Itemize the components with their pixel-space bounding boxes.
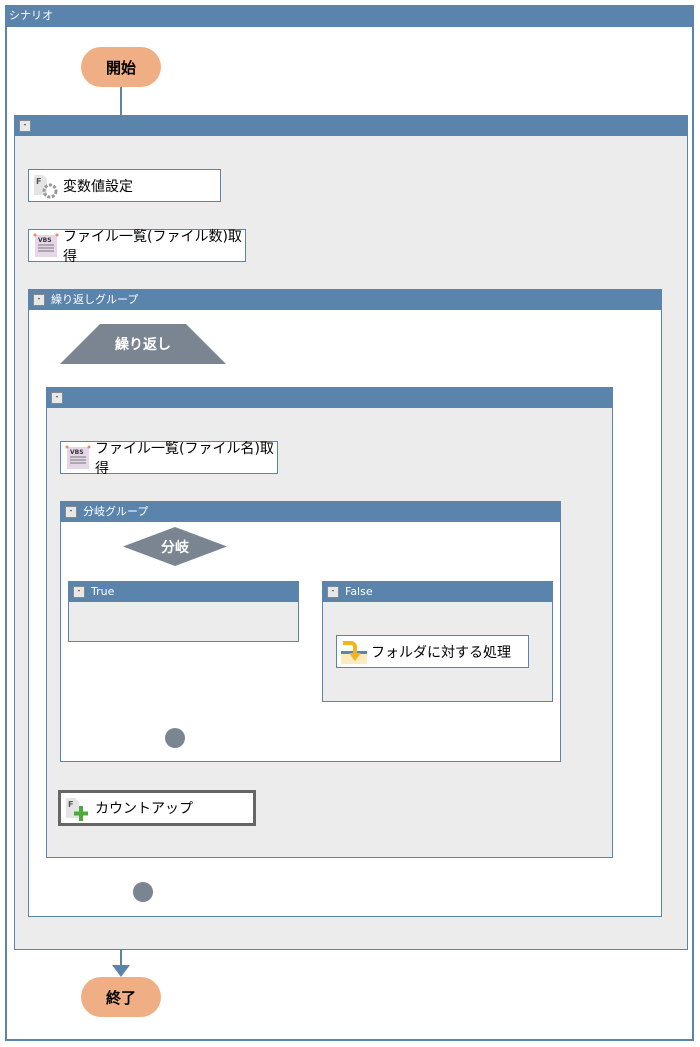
- action-file-name[interactable]: VBS ファイル一覧(ファイル名)取得: [60, 441, 278, 477]
- arrow-down-icon: [112, 965, 130, 977]
- folder-arrow-icon: [341, 641, 367, 664]
- end-node[interactable]: 終了: [81, 977, 161, 1017]
- vbs-script-icon: VBS: [33, 233, 59, 257]
- svg-text:F: F: [68, 800, 73, 809]
- action-label: カウントアップ: [95, 801, 193, 817]
- action-folder-process[interactable]: フォルダに対する処理: [336, 635, 529, 668]
- function-gear-icon: F: [34, 175, 58, 199]
- function-plus-icon: F: [66, 798, 88, 821]
- branch-label: 分岐: [161, 539, 189, 556]
- loop-end-node: [133, 882, 153, 902]
- branch-group-title: 分岐グループ: [61, 502, 560, 522]
- collapse-button[interactable]: -: [65, 506, 77, 518]
- action-label: ファイル一覧(ファイル数)取得: [63, 228, 242, 265]
- true-branch-title: True: [69, 582, 298, 602]
- vbs-script-icon: VBS: [65, 445, 91, 469]
- collapse-button[interactable]: -: [73, 586, 85, 598]
- loop-label: 繰り返し: [115, 337, 171, 353]
- collapse-button[interactable]: -: [19, 120, 31, 132]
- action-count-up[interactable]: F カウントアップ: [58, 790, 256, 826]
- action-file-count[interactable]: VBS ファイル一覧(ファイル数)取得: [28, 229, 246, 265]
- loop-node[interactable]: [60, 324, 226, 364]
- scenario-title: シナリオ: [5, 5, 694, 27]
- action-set-variable[interactable]: F 変数値設定: [28, 169, 221, 202]
- action-label: ファイル一覧(ファイル名)取得: [95, 440, 274, 477]
- branch-node[interactable]: [123, 527, 227, 566]
- false-branch-title: False: [323, 582, 552, 602]
- svg-text:VBS: VBS: [70, 449, 84, 456]
- collapse-button[interactable]: -: [327, 586, 339, 598]
- collapse-button[interactable]: -: [33, 294, 45, 306]
- svg-text:VBS: VBS: [38, 237, 52, 244]
- collapse-button[interactable]: -: [51, 392, 63, 404]
- start-node[interactable]: 開始: [81, 47, 161, 87]
- branch-merge-node: [165, 728, 185, 748]
- true-branch: True -: [68, 581, 299, 642]
- svg-text:F: F: [36, 177, 41, 186]
- loop-group-title: 繰り返しグループ: [29, 290, 661, 310]
- action-label: 変数値設定: [63, 178, 133, 195]
- action-label: フォルダに対する処理: [371, 644, 511, 661]
